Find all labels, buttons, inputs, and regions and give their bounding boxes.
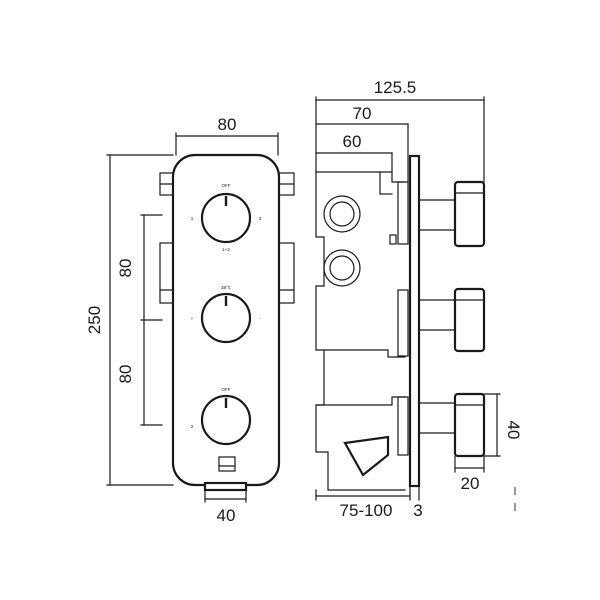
outlet-square	[218, 456, 236, 472]
handle-bottom	[453, 392, 486, 458]
knob-bottom-label-top: OFF	[222, 387, 231, 392]
knob-middle-label-left: +	[191, 316, 194, 321]
knob-bottom	[200, 394, 252, 446]
dim-wall-depth: 75-100	[340, 501, 393, 520]
dim-depth-70: 70	[353, 104, 372, 123]
front-view: OFF 1 3 1+3 38°C + - OFF 2	[159, 153, 295, 492]
dim-lower-spacing: 80	[116, 365, 135, 384]
side-view	[315, 154, 486, 491]
shafts	[418, 199, 456, 434]
base-spout	[203, 481, 248, 492]
handle-middle	[453, 287, 486, 353]
dim-total-depth: 125.5	[374, 78, 417, 97]
dim-plate-thickness: 3	[413, 501, 422, 520]
front-dimensions: 80 250 80 80 40	[85, 115, 279, 525]
side-dimensions: 125.5 70 60 75-100 3 40 20	[315, 78, 523, 520]
knob-middle-label-right: -	[259, 316, 261, 321]
dim-handle-height: 40	[504, 421, 523, 440]
inlet-upper	[323, 195, 361, 233]
wall-plate-profile	[408, 154, 421, 488]
knob-middle-label-top: 38°C	[221, 285, 232, 290]
knob-top-label-left: 1	[191, 216, 194, 221]
dim-front-height: 250	[85, 306, 104, 334]
knob-top-label-bottom: 1+3	[222, 247, 230, 252]
inlet-lower	[323, 249, 361, 287]
knob-middle	[200, 292, 252, 344]
dim-depth-60: 60	[343, 132, 362, 151]
dim-upper-spacing: 80	[116, 259, 135, 278]
knob-top-label-right: 3	[259, 216, 262, 221]
outlet-wedge	[343, 435, 390, 477]
knob-top-label-top: OFF	[222, 183, 231, 188]
knob-top	[200, 192, 252, 244]
dim-handle-length: 20	[461, 474, 480, 493]
handle-top	[453, 180, 486, 248]
dim-front-width: 80	[218, 115, 237, 134]
dim-base-width: 40	[217, 506, 236, 525]
knob-bottom-label-left: 2	[191, 424, 194, 429]
